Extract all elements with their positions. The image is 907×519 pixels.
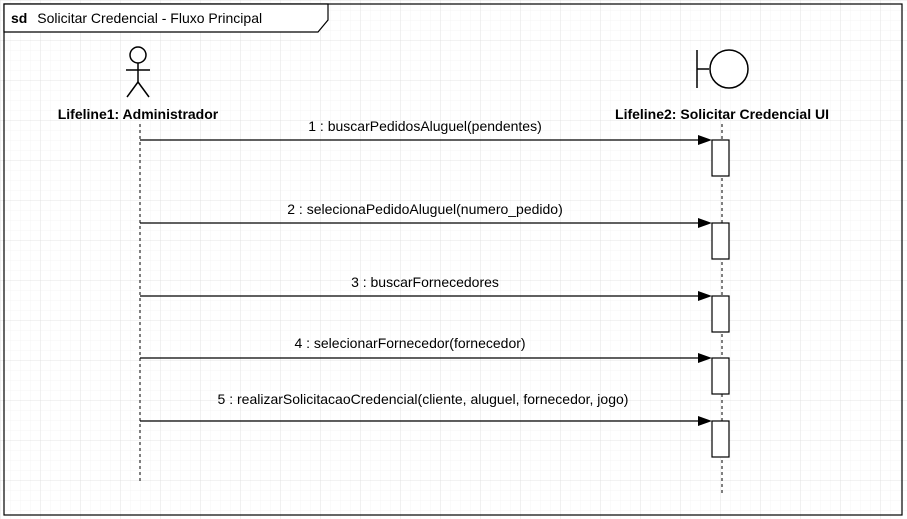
lifeline-2-label: Lifeline2: Solicitar Credencial UI [615,106,829,122]
lifeline-solicitar-credencial-ui: Lifeline2: Solicitar Credencial UI [615,49,829,494]
message-1-label: 1 : buscarPedidosAluguel(pendentes) [308,118,542,134]
message-2-arrowhead [698,218,712,228]
actor-icon [126,46,150,98]
boundary-icon [696,49,749,89]
sd-frame-tag [3,3,329,33]
activation-bar-4 [711,357,730,395]
message-2: 2 : selecionaPedidoAluguel(numero_pedido… [140,201,712,228]
message-4: 4 : selecionarFornecedor(fornecedor) [140,335,712,363]
sd-frame [3,3,903,516]
message-5-arrowhead [698,416,712,426]
lifeline-1-label: Lifeline1: Administrador [58,106,219,122]
sd-frame-tag-text: sd Solicitar Credencial - Fluxo Principa… [11,10,262,26]
frame-title: Solicitar Credencial - Fluxo Principal [37,10,262,26]
activation-bar-3 [711,295,730,333]
message-2-label: 2 : selecionaPedidoAluguel(numero_pedido… [287,201,563,217]
message-4-arrowhead [698,353,712,363]
message-1: 1 : buscarPedidosAluguel(pendentes) [140,118,712,145]
message-5-label: 5 : realizarSolicitacaoCredencial(client… [218,391,629,407]
activation-bar-5 [711,420,730,458]
lifeline-administrador: Lifeline1: Administrador [58,46,219,484]
message-3-label: 3 : buscarFornecedores [351,274,499,290]
activation-bars [711,139,730,458]
activation-bar-1 [711,139,730,177]
message-1-arrowhead [698,135,712,145]
message-4-label: 4 : selecionarFornecedor(fornecedor) [294,335,525,351]
message-3-arrowhead [698,291,712,301]
message-3: 3 : buscarFornecedores [140,274,712,301]
activation-bar-2 [711,222,730,260]
frame-keyword: sd [11,10,27,26]
message-5: 5 : realizarSolicitacaoCredencial(client… [140,391,712,426]
